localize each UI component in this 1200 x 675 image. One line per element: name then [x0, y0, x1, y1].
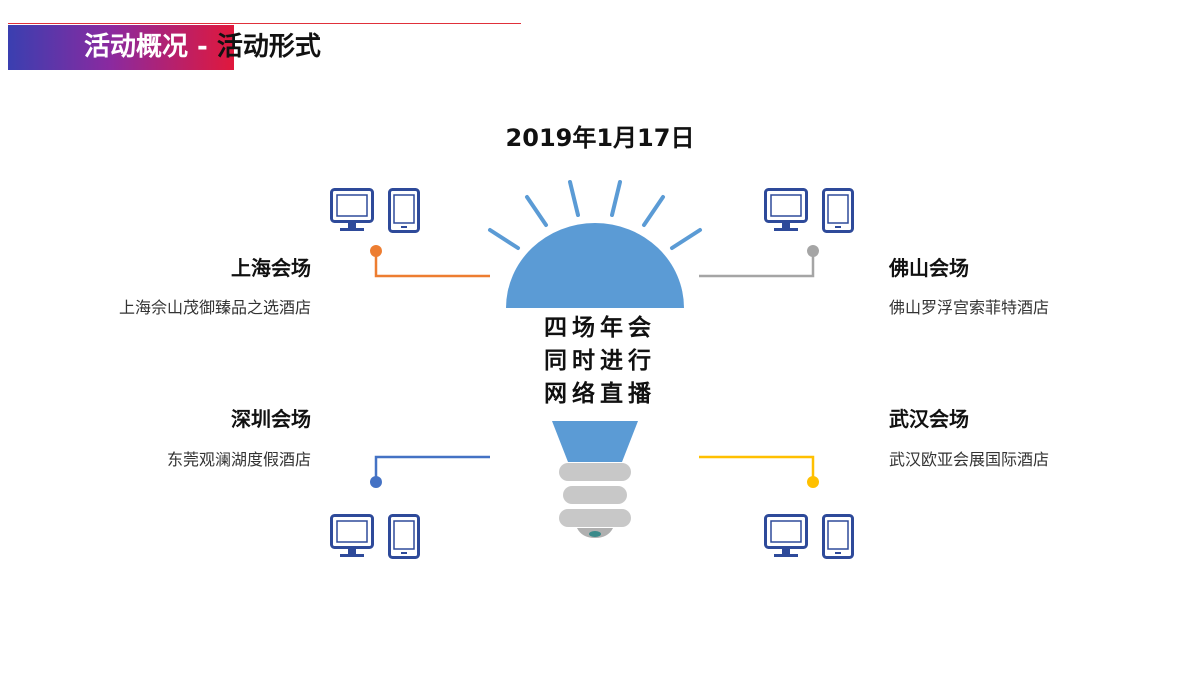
tablet-icon — [388, 514, 420, 559]
event-date: 2019年1月17日 — [505, 124, 695, 152]
venue-hotel-shenzhen: 东莞观澜湖度假酒店 — [166, 450, 311, 469]
venue-hotel-wuhan: 武汉欧亚会展国际酒店 — [889, 450, 1050, 469]
tablet-icon — [388, 188, 420, 233]
monitor-icon — [330, 188, 374, 231]
venue-name-shenzhen: 深圳会场 — [231, 407, 311, 431]
center-message: 四场年会 同时进行 网络直播 — [520, 312, 680, 411]
venue-name-wuhan: 武汉会场 — [889, 407, 969, 431]
header-rule — [8, 23, 521, 24]
header-accent-bar — [8, 25, 234, 70]
light-rays — [488, 180, 702, 250]
bulb-dome — [506, 223, 684, 308]
venue-hotel-foshan: 佛山罗浮宫索菲特酒店 — [889, 298, 1050, 317]
connector-shanghai — [370, 245, 490, 278]
venue-hotel-shanghai: 上海佘山茂御臻品之选酒店 — [118, 298, 311, 317]
devices-shenzhen — [330, 514, 420, 559]
venue-name-foshan: 佛山会场 — [889, 256, 969, 280]
monitor-icon — [764, 188, 808, 231]
devices-wuhan — [764, 514, 854, 559]
bulb-neck — [552, 421, 638, 462]
center-line-2: 同时进行 — [544, 348, 656, 374]
center-line-3: 网络直播 — [544, 381, 656, 407]
connector-foshan — [699, 245, 819, 278]
page-title-section: 活动概况 - — [84, 32, 217, 62]
devices-foshan — [764, 188, 854, 233]
tablet-icon — [822, 514, 854, 559]
venue-name-shanghai: 上海会场 — [231, 256, 311, 280]
page-title: 活动概况 - 活动形式 — [84, 27, 321, 67]
devices-shanghai — [330, 188, 420, 233]
monitor-icon — [330, 514, 374, 557]
tablet-icon — [822, 188, 854, 233]
page-title-topic: 活动形式 — [216, 32, 321, 62]
bulb-base — [559, 463, 631, 538]
connector-shenzhen — [370, 455, 490, 488]
connector-wuhan — [699, 455, 819, 488]
monitor-icon — [764, 514, 808, 557]
center-line-1: 四场年会 — [544, 315, 656, 341]
